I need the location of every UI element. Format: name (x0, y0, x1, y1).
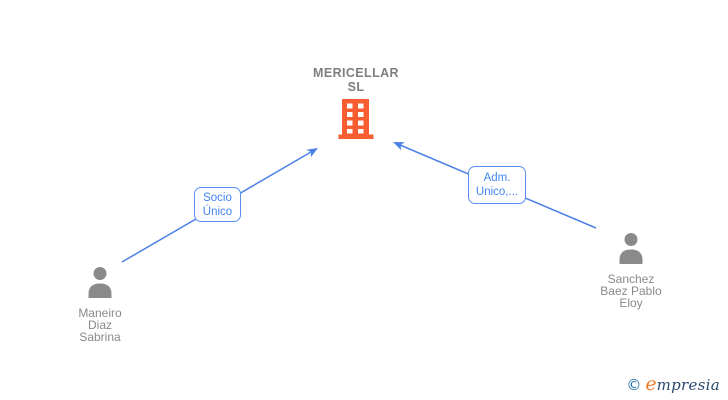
person-name: Sanchez Baez Pablo Eloy (600, 272, 662, 310)
edge-label-line: Socio (203, 191, 232, 204)
edge-label-adm-unico[interactable]: Adm. Unico,... (468, 166, 526, 204)
person-node-maneiro-diaz-sabrina[interactable]: Maneiro Diaz Sabrina (40, 266, 160, 343)
arrowhead-socio-unico (306, 148, 318, 158)
arrowhead-adm-unico (393, 142, 405, 151)
building-icon (276, 97, 436, 145)
edge-label-line: Adm. (483, 172, 511, 184)
empresia-logo: © empresia (626, 373, 720, 395)
brand-wordmark: empresia (645, 373, 720, 395)
edge-label-line: Unico,... (475, 186, 519, 198)
edge-label-socio-unico[interactable]: Socio Único (194, 187, 241, 222)
person-node-sanchez-baez-pablo-eloy[interactable]: Sanchez Baez Pablo Eloy (571, 232, 691, 309)
company-node-mericellar[interactable]: MERICELLAR SL (276, 66, 436, 145)
company-name: MERICELLAR SL (313, 66, 399, 94)
person-name: Maneiro Diaz Sabrina (78, 306, 122, 344)
edge-label-line: Único (202, 205, 233, 218)
person-icon (88, 267, 112, 298)
copyright-icon: © (626, 376, 642, 394)
person-icon (619, 233, 643, 264)
